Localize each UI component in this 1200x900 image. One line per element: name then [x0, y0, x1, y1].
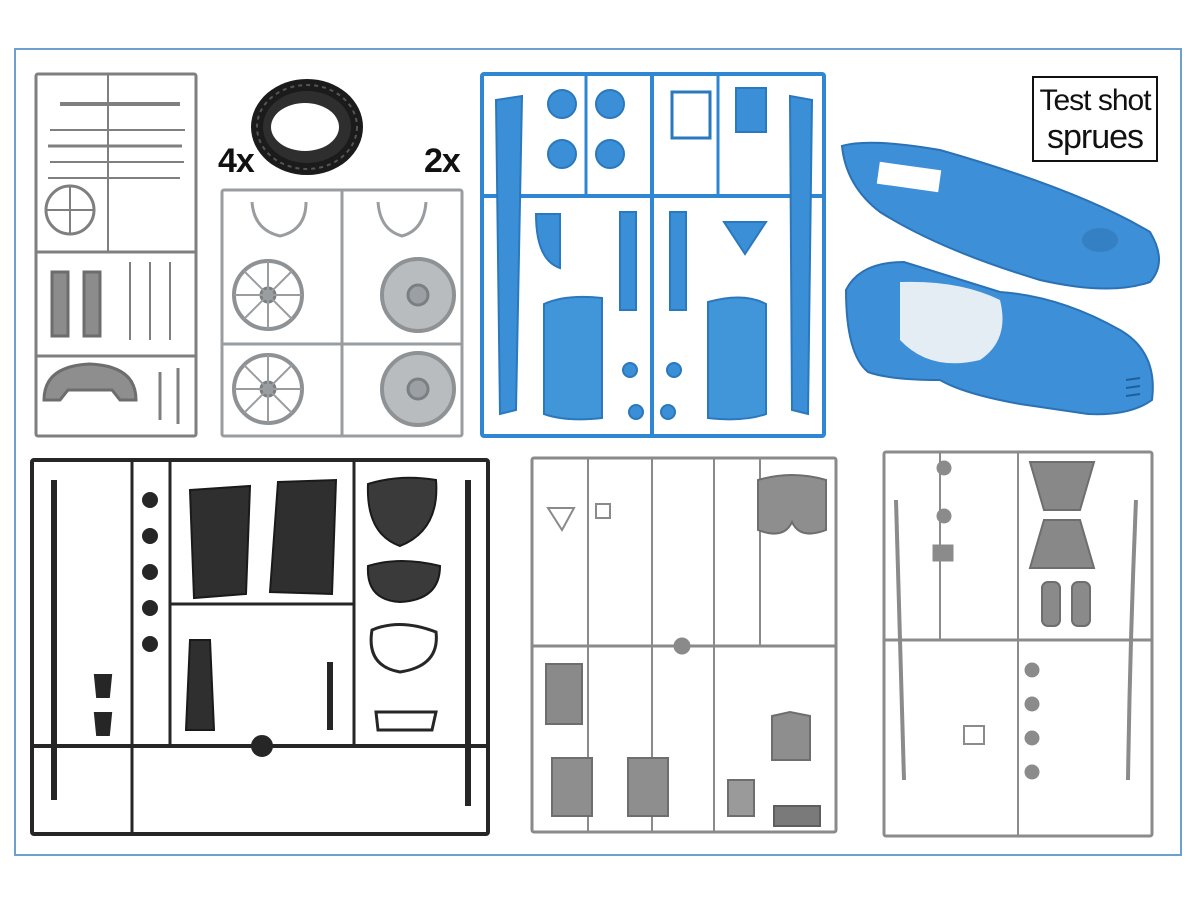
- blue-sprue: [480, 72, 826, 438]
- caption-line-1: Test shot: [1039, 84, 1151, 117]
- tire-quantity-right: 2x: [424, 142, 461, 180]
- tire-image: [251, 79, 363, 175]
- blue-body-parts: [840, 141, 1160, 416]
- caption-line-2: sprues: [1046, 118, 1144, 156]
- grey-sprue-right: [882, 450, 1154, 838]
- test-shot-caption: Test shot sprues: [1032, 76, 1158, 162]
- grey-sprue-small: [34, 72, 198, 438]
- grey-sprue-medium: [530, 456, 838, 834]
- black-sprue: [30, 458, 490, 836]
- tire-quantity-left: 4x: [218, 142, 255, 180]
- wheel-sprue-silver: [220, 188, 464, 438]
